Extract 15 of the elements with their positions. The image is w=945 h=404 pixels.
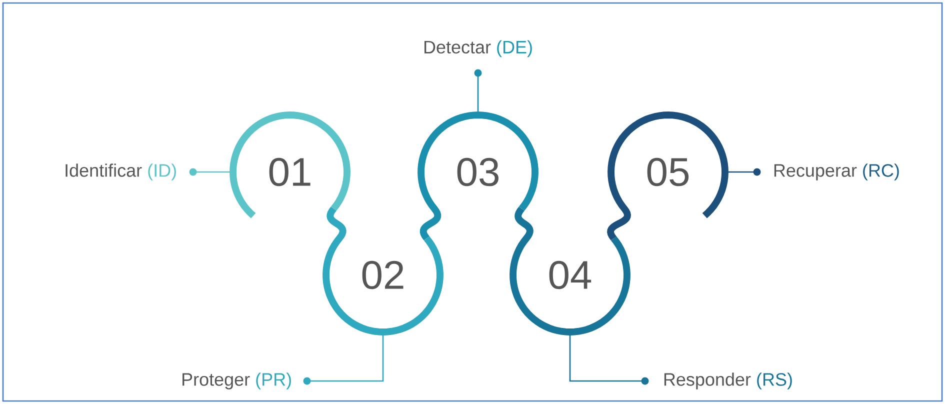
step-number: 01 <box>269 158 310 186</box>
leader-line <box>303 332 384 385</box>
function-label: Proteger (PR) <box>182 372 291 390</box>
function-label: Identificar (ID) <box>66 164 176 180</box>
leader-line <box>474 69 482 115</box>
leader-line <box>725 168 761 176</box>
leader-line <box>569 332 649 385</box>
leader-line <box>189 168 233 176</box>
function-label: Recuperar (RC) <box>774 164 899 180</box>
function-label: Detectar (DE) <box>424 40 532 58</box>
step-number: 02 <box>362 260 404 290</box>
function-label: Responder (RS) <box>664 372 792 390</box>
step-number: 03 <box>457 158 498 186</box>
step-number: 05 <box>647 158 689 186</box>
step-number: 04 <box>549 260 592 290</box>
